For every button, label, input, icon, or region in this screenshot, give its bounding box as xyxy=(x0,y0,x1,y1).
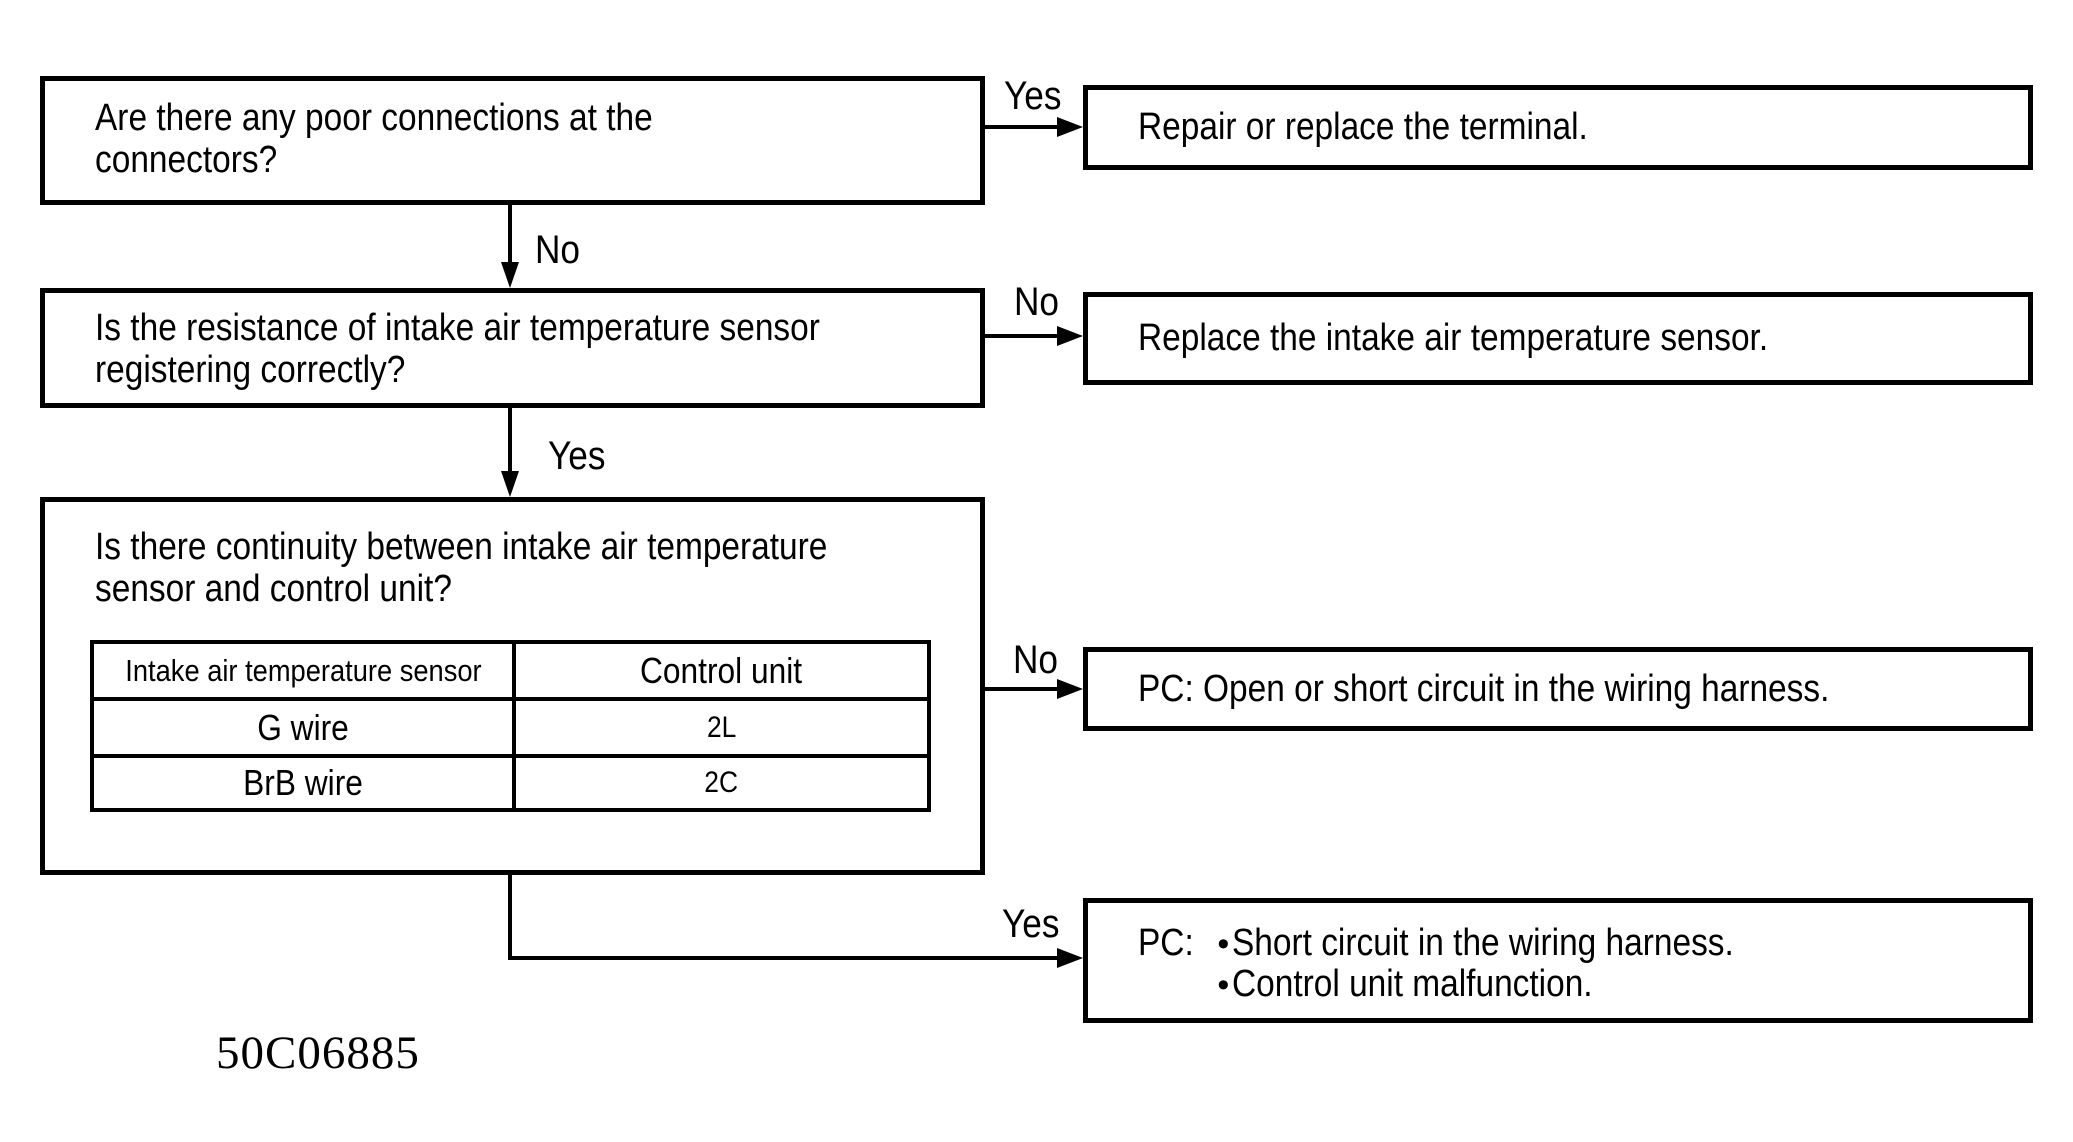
edge-label-yes-q2: Yes xyxy=(548,434,606,478)
table-header-control-unit: Control unit xyxy=(640,649,803,691)
arrowhead-q3-yes xyxy=(1057,948,1083,968)
connector-q1-no-line xyxy=(508,205,512,265)
connector-q3-yes-horizontal-line xyxy=(508,956,1059,960)
table-cell-brb-wire: BrB wire xyxy=(94,754,516,808)
question-2-line-1: Is the resistance of intake air temperat… xyxy=(95,307,820,349)
connector-q2-yes-line xyxy=(508,408,512,473)
connector-q1-yes-line xyxy=(985,125,1063,129)
connector-q2-no-line xyxy=(985,334,1063,338)
bullet-icon: • xyxy=(1217,925,1230,963)
result-box-short-circuit-or-malfunction: PC: • Short circuit in the wiring harnes… xyxy=(1083,898,2033,1023)
question-3-line-2: sensor and control unit? xyxy=(95,568,452,610)
table-cell-2c: 2C xyxy=(516,754,927,808)
edge-label-no-q1: No xyxy=(535,228,581,272)
final-result-item-1: • Short circuit in the wiring harness. xyxy=(1217,923,1802,964)
question-3-line-1: Is there continuity between intake air t… xyxy=(95,526,828,568)
figure-code: 50C06885 xyxy=(216,1027,420,1079)
wiring-continuity-table: Intake air temperature sensor Control un… xyxy=(90,640,931,812)
question-3-text: Is there continuity between intake air t… xyxy=(95,526,827,610)
edge-label-yes-q1: Yes xyxy=(1004,74,1062,118)
bullet-icon: • xyxy=(1217,966,1230,1004)
question-2-line-2: registering correctly? xyxy=(95,349,406,391)
edge-label-no-q3: No xyxy=(1013,638,1059,682)
arrowhead-q1-yes xyxy=(1057,117,1083,137)
result-replace-sensor-text: Replace the intake air temperature senso… xyxy=(1138,317,1769,359)
question-box-1: Are there any poor connections at the co… xyxy=(40,76,985,205)
table-cell-g-wire: G wire xyxy=(94,697,516,754)
result-box-open-short-circuit: PC: Open or short circuit in the wiring … xyxy=(1083,647,2033,731)
connector-q3-yes-vertical-line xyxy=(508,873,512,960)
final-result-prefix: PC: xyxy=(1138,922,1194,964)
question-2-text: Is the resistance of intake air temperat… xyxy=(95,307,820,391)
question-box-2: Is the resistance of intake air temperat… xyxy=(40,288,985,408)
arrowhead-q2-yes xyxy=(501,471,519,497)
result-repair-terminal-text: Repair or replace the terminal. xyxy=(1138,106,1588,148)
edge-label-yes-q3: Yes xyxy=(1002,902,1060,946)
final-result-item-2: • Control unit malfunction. xyxy=(1217,964,1802,1005)
final-result-list: • Short circuit in the wiring harness. •… xyxy=(1217,923,1802,1005)
arrowhead-q3-no xyxy=(1057,679,1083,699)
table-header-sensor: Intake air temperature sensor xyxy=(94,644,516,697)
arrowhead-q2-no xyxy=(1057,326,1083,346)
final-result-item-1-text: Short circuit in the wiring harness. xyxy=(1232,922,1735,964)
result-open-short-text: PC: Open or short circuit in the wiring … xyxy=(1138,667,1830,710)
question-1-line-2: connectors? xyxy=(95,139,278,181)
question-1-line-1: Are there any poor connections at the xyxy=(95,97,653,139)
edge-label-no-q2: No xyxy=(1014,280,1060,324)
connector-q3-no-line xyxy=(985,687,1063,691)
arrowhead-q1-no xyxy=(501,262,519,288)
result-box-repair-terminal: Repair or replace the terminal. xyxy=(1083,85,2033,170)
table-cell-2l: 2L xyxy=(516,697,927,754)
result-box-replace-sensor: Replace the intake air temperature senso… xyxy=(1083,292,2033,385)
question-1-text: Are there any poor connections at the co… xyxy=(95,97,653,181)
final-result-item-2-text: Control unit malfunction. xyxy=(1232,963,1593,1005)
